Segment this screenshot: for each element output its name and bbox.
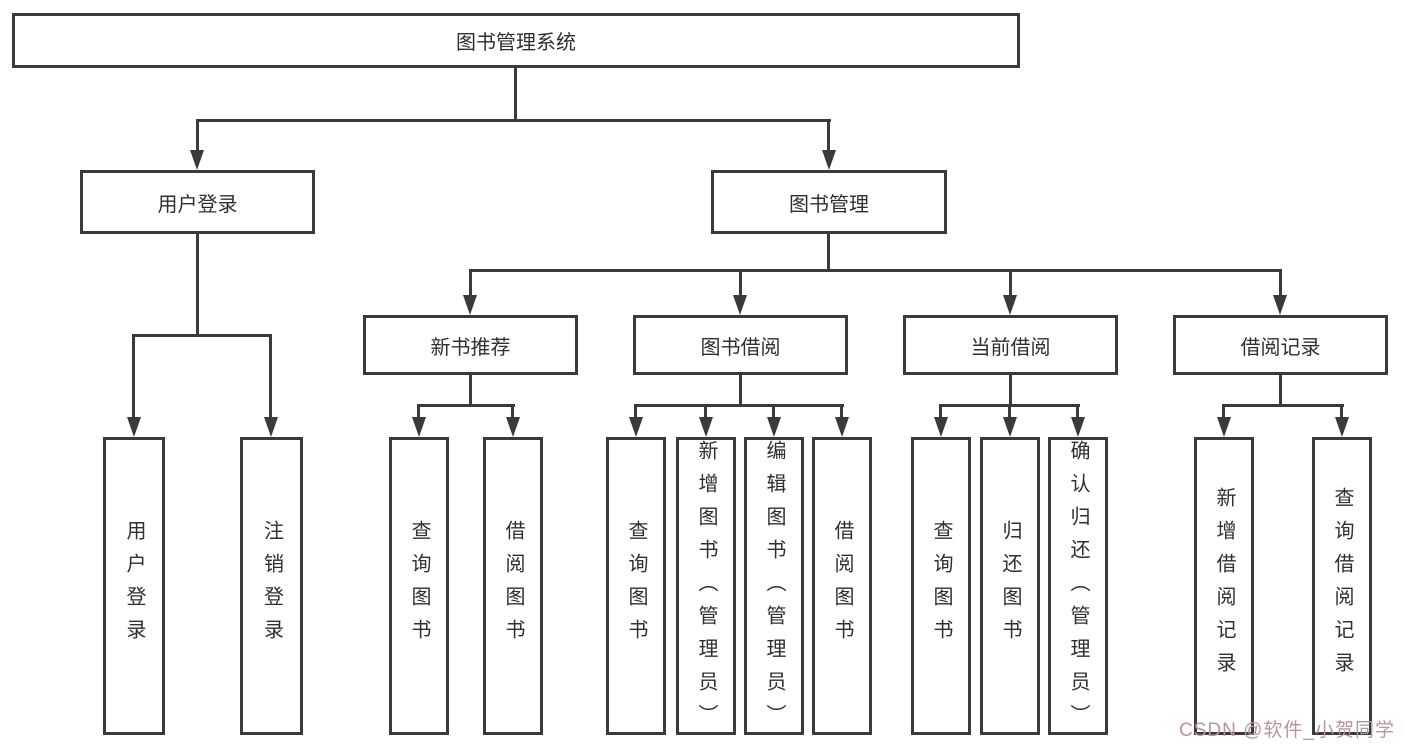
arrow-down-icon bbox=[934, 417, 948, 437]
leaf-add-borrow-record: 新增借阅记录 bbox=[1194, 437, 1254, 735]
leaf-edit-book-admin: 编辑图书（管理员） bbox=[744, 437, 804, 737]
leaf-label: 新增图书（管理员） bbox=[695, 440, 717, 737]
leaf-label: 查询借阅记录 bbox=[1331, 487, 1353, 685]
leaf-label: 借阅图书 bbox=[502, 520, 524, 652]
arrow-down-icon bbox=[264, 417, 278, 437]
edge-line bbox=[634, 404, 637, 418]
edge-line bbox=[469, 375, 472, 406]
node-user-login: 用户登录 bbox=[80, 170, 315, 234]
leaf-recommend-query-books: 查询图书 bbox=[389, 437, 449, 735]
arrow-down-icon bbox=[733, 295, 747, 315]
edge-line bbox=[417, 404, 420, 418]
leaf-borrow-query-books: 查询图书 bbox=[606, 437, 666, 735]
edge-line bbox=[827, 119, 830, 152]
node-borrow-records: 借阅记录 bbox=[1173, 315, 1388, 375]
leaf-logout: 注销登录 bbox=[240, 437, 303, 735]
arrow-down-icon bbox=[412, 417, 426, 437]
arrow-down-icon bbox=[1335, 417, 1349, 437]
arrow-down-icon bbox=[629, 417, 643, 437]
leaf-label: 注销登录 bbox=[260, 520, 283, 652]
edge-line bbox=[469, 269, 1282, 272]
leaf-label: 确认归还（管理员） bbox=[1067, 440, 1089, 737]
edge-line bbox=[1222, 404, 1344, 407]
node-book-borrow: 图书借阅 bbox=[633, 315, 848, 375]
arrow-down-icon bbox=[1071, 417, 1085, 437]
edge-line bbox=[469, 269, 472, 297]
edge-line bbox=[1340, 404, 1343, 418]
node-book-management: 图书管理 bbox=[711, 170, 947, 234]
edge-line bbox=[514, 68, 517, 120]
edge-line bbox=[132, 334, 135, 418]
leaf-current-query-books: 查询图书 bbox=[911, 437, 971, 735]
arrow-down-icon bbox=[1003, 295, 1017, 315]
leaf-return-book: 归还图书 bbox=[980, 437, 1040, 735]
arrow-down-icon bbox=[835, 417, 849, 437]
edge-line bbox=[827, 234, 830, 271]
edge-line bbox=[196, 234, 199, 336]
edge-line bbox=[1009, 269, 1012, 297]
leaf-label: 查询图书 bbox=[408, 520, 430, 652]
arrow-down-icon bbox=[463, 295, 477, 315]
edge-line bbox=[704, 404, 707, 418]
edge-line bbox=[939, 404, 942, 418]
edge-line bbox=[269, 334, 272, 418]
leaf-label: 新增借阅记录 bbox=[1213, 487, 1235, 685]
node-new-book-recommend: 新书推荐 bbox=[363, 315, 578, 375]
arrow-down-icon bbox=[822, 150, 836, 170]
arrow-down-icon bbox=[506, 417, 520, 437]
leaf-label: 查询图书 bbox=[930, 520, 952, 652]
csdn-watermark: CSDN @软件_小贺同学 bbox=[1179, 720, 1395, 741]
leaf-recommend-borrow-books: 借阅图书 bbox=[483, 437, 543, 735]
node-current-borrow: 当前借阅 bbox=[903, 315, 1118, 375]
edge-line bbox=[739, 269, 742, 297]
leaf-label: 用户登录 bbox=[123, 520, 145, 652]
edge-line bbox=[1009, 375, 1012, 406]
edge-line bbox=[772, 404, 775, 418]
edge-line bbox=[1279, 375, 1282, 406]
edge-line bbox=[1222, 404, 1225, 418]
edge-line bbox=[196, 119, 199, 152]
node-system-root: 图书管理系统 bbox=[12, 13, 1020, 68]
arrow-down-icon bbox=[1273, 295, 1287, 315]
leaf-label: 归还图书 bbox=[999, 520, 1021, 652]
edge-line bbox=[634, 404, 844, 407]
edge-line bbox=[1076, 404, 1079, 418]
leaf-confirm-return-admin: 确认归还（管理员） bbox=[1048, 437, 1108, 737]
edge-line bbox=[511, 404, 514, 418]
leaf-label: 编辑图书（管理员） bbox=[763, 440, 785, 737]
edge-line bbox=[840, 404, 843, 418]
edge-line bbox=[417, 404, 515, 407]
leaf-label: 查询图书 bbox=[625, 520, 647, 652]
arrow-down-icon bbox=[699, 417, 713, 437]
arrow-down-icon bbox=[127, 417, 141, 437]
edge-line bbox=[196, 119, 831, 122]
leaf-label: 借阅图书 bbox=[831, 520, 853, 652]
edge-line bbox=[1008, 404, 1011, 418]
arrow-down-icon bbox=[190, 150, 204, 170]
edge-line bbox=[132, 334, 272, 337]
leaf-add-book-admin: 新增图书（管理员） bbox=[676, 437, 736, 737]
leaf-query-borrow-record: 查询借阅记录 bbox=[1312, 437, 1372, 735]
arrow-down-icon bbox=[1217, 417, 1231, 437]
leaf-user-login: 用户登录 bbox=[103, 437, 165, 735]
edge-line bbox=[739, 375, 742, 406]
edge-line bbox=[1279, 269, 1282, 297]
arrow-down-icon bbox=[767, 417, 781, 437]
arrow-down-icon bbox=[1003, 417, 1017, 437]
leaf-borrow-borrow-books: 借阅图书 bbox=[812, 437, 872, 735]
